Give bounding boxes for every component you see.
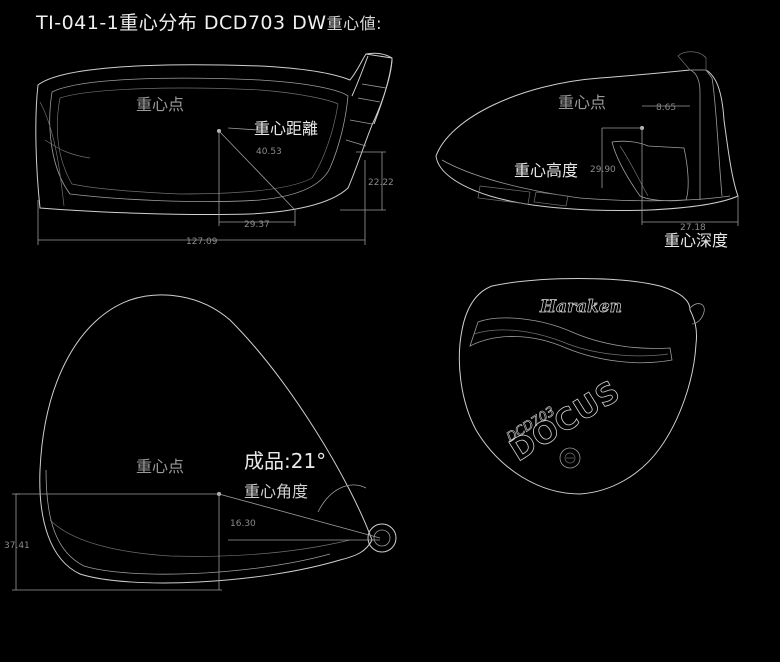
sole-brand: Haraken (539, 297, 622, 317)
front-hosel (351, 52, 393, 125)
diagram-title: TI-041-1重心分布 DCD703 DW重心値: (36, 8, 382, 35)
front-dim-height: 22.22 (368, 178, 394, 188)
top-hosel-inner (373, 529, 391, 547)
top-head-outline (39, 294, 373, 584)
front-dim-cg-distance: 40.53 (256, 147, 282, 157)
front-cg-distance-label: 重心距離 (254, 119, 318, 138)
side-dim-depth: 27.18 (680, 223, 706, 233)
sole-weight-screw (559, 447, 581, 469)
top-view: 重心点 成品:21° 重心角度 16.30 37.41 (4, 294, 397, 591)
front-view: 重心点 重心距離 40.53 22.22 29.37 127.09 (35, 52, 394, 247)
front-head-outline (35, 53, 393, 216)
side-head-outline (435, 69, 739, 211)
side-view: 重心点 重心高度 29.90 8.65 27.18 重心深度 (435, 51, 739, 250)
side-cg-depth-label: 重心深度 (664, 231, 728, 250)
front-cg-point-label: 重心点 (136, 95, 184, 114)
title-suffix: 重心値: (326, 14, 382, 33)
front-face-inner (49, 77, 349, 203)
front-dim-offset: 29.37 (244, 220, 270, 230)
side-dim-cg-height: 29.90 (590, 165, 616, 175)
side-cg-height-label: 重心高度 (514, 161, 578, 180)
top-cg-point-label: 重心点 (136, 457, 184, 476)
top-dim-angle: 16.30 (230, 519, 256, 529)
front-dim-length: 127.09 (186, 237, 218, 247)
side-dim-top: 8.65 (656, 103, 676, 113)
sole-groove (469, 317, 673, 364)
sole-head-outline (458, 278, 697, 495)
title-main: TI-041-1重心分布 DCD703 DW (36, 12, 327, 34)
side-cg-point-label: 重心点 (558, 93, 606, 112)
top-cg-angle-label: 重心角度 (244, 482, 308, 501)
top-dim-vertical: 37.41 (4, 541, 30, 551)
top-hosel-outer (367, 523, 397, 553)
sole-view: Haraken DCD703 DOCUS (458, 278, 705, 495)
top-finished-label: 成品:21° (244, 449, 326, 473)
side-face-insert (611, 140, 689, 202)
